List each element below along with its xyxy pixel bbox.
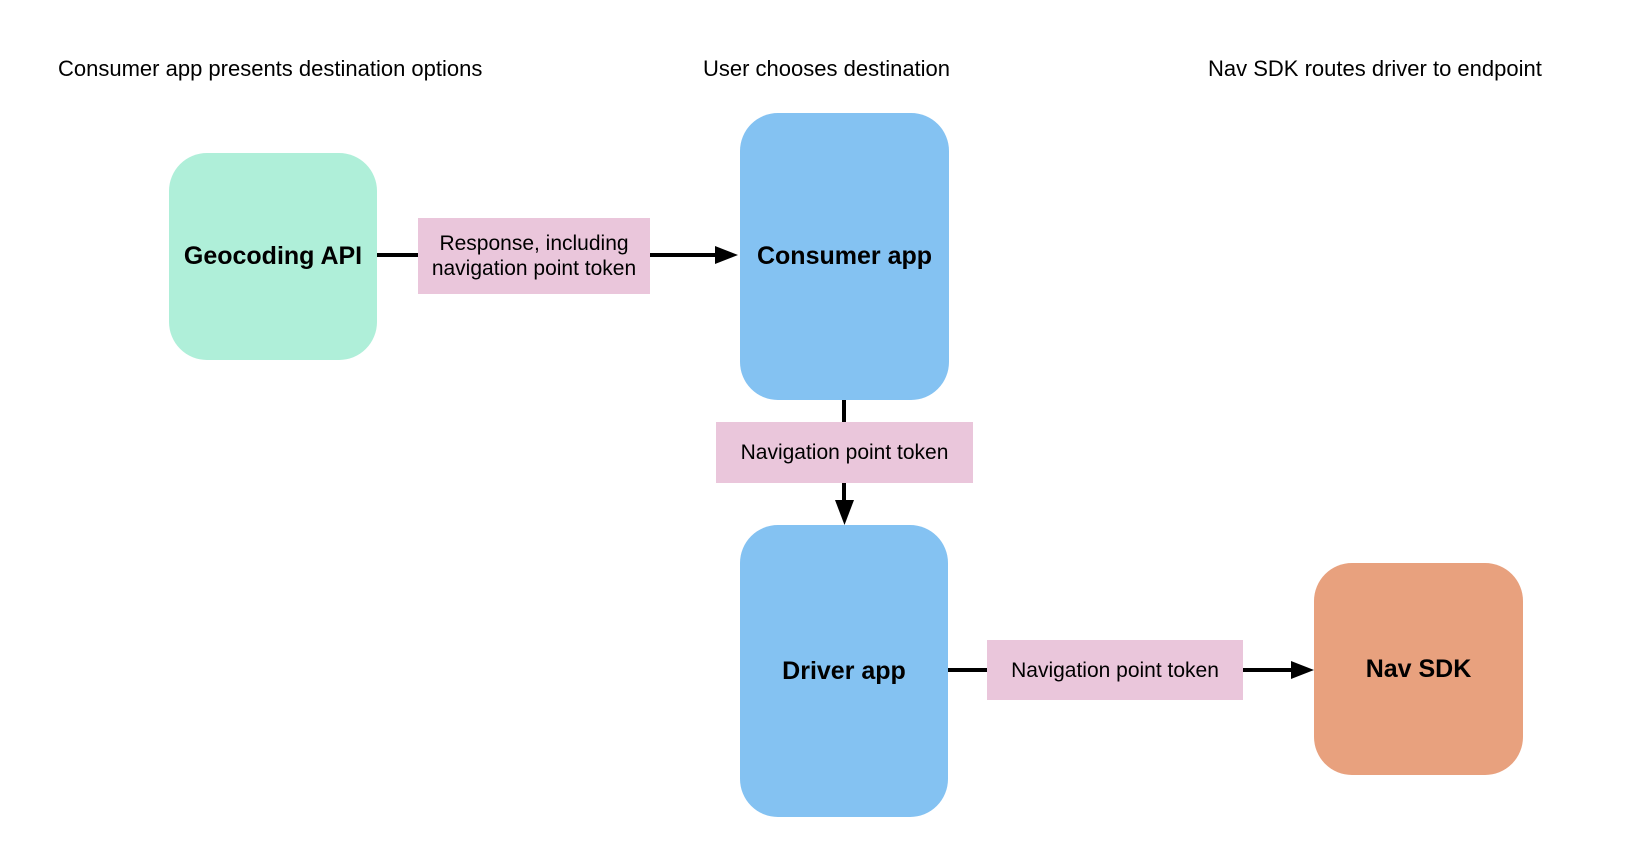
node-consumer-app: Consumer app (740, 113, 949, 400)
arrowhead-right-icon (1291, 661, 1314, 679)
arrowhead-down-icon (835, 500, 854, 525)
edge-label-navigation-point-token: Navigation point token (716, 422, 973, 483)
edge-geocoding-to-consumer-line (377, 253, 418, 257)
edge-consumer-to-driver-line (842, 483, 846, 502)
edge-geocoding-to-consumer-line (650, 253, 717, 257)
edge-consumer-to-driver-line (842, 400, 846, 423)
edge-driver-to-navsdk-line (1243, 668, 1293, 672)
node-nav-sdk-label: Nav SDK (1365, 654, 1472, 683)
node-geocoding-api: Geocoding API (169, 153, 377, 360)
stage-caption-consumer-presents: Consumer app presents destination option… (58, 56, 483, 81)
node-driver-app-label: Driver app (782, 656, 906, 685)
edge-label-response-including-token: Response, including navigation point tok… (418, 218, 650, 294)
node-consumer-app-label: Consumer app (756, 242, 933, 270)
arrowhead-right-icon (715, 246, 738, 264)
edge-driver-to-navsdk-line (948, 668, 987, 672)
node-driver-app: Driver app (740, 525, 948, 817)
stage-caption-user-chooses: User chooses destination (703, 56, 951, 81)
node-geocoding-api-label: Geocoding API (183, 242, 363, 270)
node-nav-sdk: Nav SDK (1314, 563, 1523, 775)
edge-label-navigation-point-token: Navigation point token (987, 640, 1243, 700)
stage-caption-nav-sdk-routes: Nav SDK routes driver to endpoint (1208, 56, 1542, 81)
